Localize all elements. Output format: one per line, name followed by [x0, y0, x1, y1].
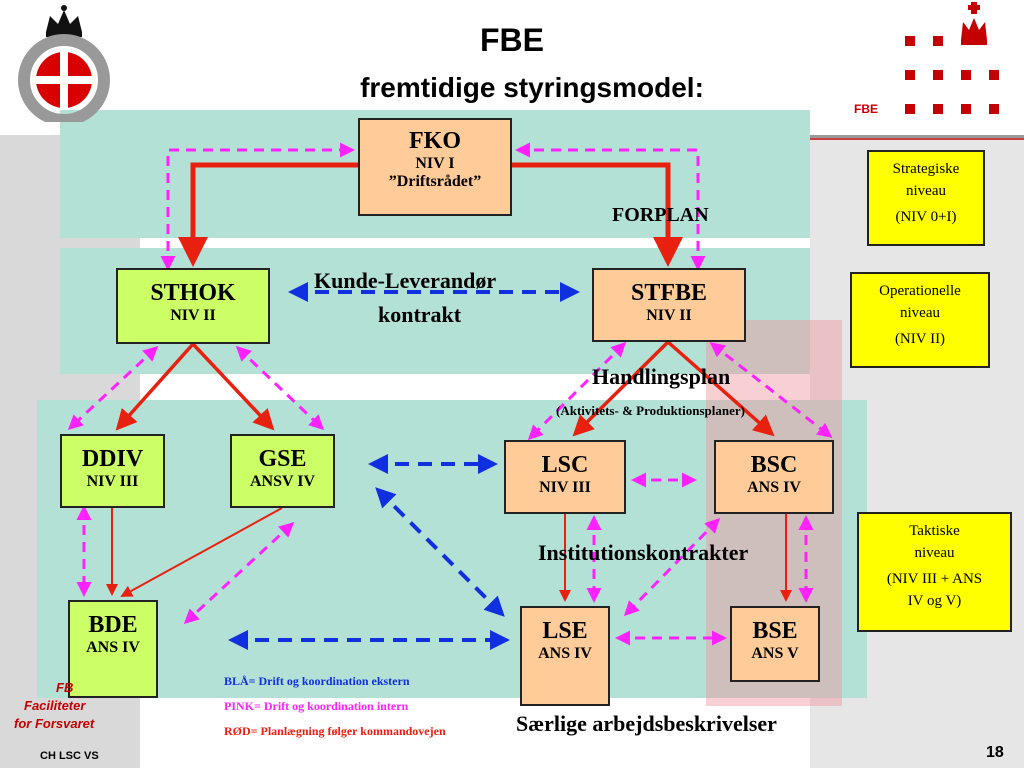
- level-operational: Operationelle niveau (NIV II): [850, 272, 990, 368]
- node-bse: BSE ANS V: [730, 606, 820, 682]
- node-bsc-level: ANS IV: [747, 479, 801, 496]
- level-strategic-name-1: Strategiske: [892, 161, 960, 177]
- label-forplan: FORPLAN: [612, 204, 709, 226]
- level-tactical: Taktiske niveau (NIV III + ANS IV og V): [857, 512, 1012, 632]
- pink-fko-sthok: [160, 142, 355, 271]
- node-ddiv-level: NIV III: [86, 473, 139, 490]
- node-bsc-title: BSC: [750, 452, 798, 478]
- footer-author: CH LSC VS: [40, 750, 99, 762]
- page-number: 18: [986, 744, 1004, 761]
- node-lsc: LSC NIV III: [504, 440, 626, 514]
- node-sthok-title: STHOK: [150, 280, 236, 306]
- level-strategic-name-2: niveau: [906, 183, 946, 199]
- emblem-logo: [14, 2, 114, 126]
- pink-stfbe-bsc: [709, 342, 833, 438]
- level-tactical-range-2: IV og V): [907, 593, 962, 609]
- label-saerlige: Særlige arbejdsbeskrivelser: [516, 711, 777, 736]
- label-kunde-leverandor-1: Kunde-Leverandør: [314, 268, 497, 293]
- red-sthok-ddiv: [115, 342, 195, 431]
- node-sthok-level: NIV II: [170, 307, 216, 324]
- node-bde-title: BDE: [88, 612, 138, 638]
- node-fko-level: NIV I: [415, 155, 455, 172]
- node-gse: GSE ANSV IV: [230, 434, 335, 508]
- pink-bsc-lse: [623, 517, 721, 617]
- node-bse-level: ANS V: [751, 645, 799, 662]
- page-title: FBE: [480, 22, 544, 58]
- label-handlingsplan-sub: (Aktivitets- & Produktionsplaner): [556, 403, 745, 418]
- label-handlingsplan: Handlingsplan: [592, 364, 731, 389]
- level-tactical-range-1: (NIV III + ANS: [886, 571, 983, 587]
- level-strategic-range: (NIV 0+I): [895, 209, 957, 225]
- legend-blue: BLÅ= Drift og koordination ekstern: [224, 674, 410, 688]
- node-lse: LSE ANS IV: [520, 606, 610, 706]
- pink-gse-bde: [183, 521, 295, 625]
- red-fko-sthok: [178, 162, 358, 267]
- footer-org-1: FB: [56, 680, 74, 695]
- legend-pink: PINK= Drift og koordination intern: [224, 699, 409, 713]
- footer-org-3: for Forsvaret: [14, 716, 95, 731]
- node-stfbe-title: STFBE: [630, 280, 708, 306]
- pink-stfbe-lsc: [527, 341, 627, 441]
- level-tactical-name-1: Taktiske: [909, 523, 960, 539]
- node-bsc: BSC ANS IV: [714, 440, 834, 514]
- corner-tag: FBE: [854, 102, 878, 116]
- node-gse-level: ANSV IV: [249, 473, 316, 490]
- node-stfbe-level: NIV II: [646, 307, 692, 324]
- level-operational-range: (NIV II): [894, 331, 946, 347]
- level-operational-name-1: Operationelle: [879, 283, 961, 299]
- legend-red: RØD= Planlægning følger kommandovejen: [224, 724, 446, 738]
- level-tactical-name-2: niveau: [914, 545, 955, 561]
- node-gse-title: GSE: [258, 446, 307, 472]
- node-bse-title: BSE: [752, 618, 798, 644]
- red-sthok-gse: [191, 342, 275, 431]
- red-gse-bde: [120, 507, 283, 597]
- node-lsc-title: LSC: [541, 452, 589, 478]
- level-operational-name-2: niveau: [900, 305, 940, 321]
- level-strategic: Strategiske niveau (NIV 0+I): [867, 150, 985, 246]
- blue-gse-lse: [375, 487, 505, 617]
- pink-sthok-ddiv: [67, 345, 159, 431]
- node-ddiv: DDIV NIV III: [60, 434, 165, 508]
- pink-sthok-gse: [235, 345, 325, 431]
- node-bde: BDE ANS IV: [68, 600, 158, 698]
- page-subtitle: fremtidige styringsmodel:: [360, 72, 704, 103]
- node-ddiv-title: DDIV: [81, 446, 144, 472]
- pink-fko-stfbe: [515, 142, 706, 271]
- footer-org-2: Faciliteter: [24, 698, 86, 713]
- node-fko-title: FKO: [409, 128, 461, 154]
- node-stfbe: STFBE NIV II: [592, 268, 746, 342]
- node-lsc-level: NIV III: [539, 479, 591, 496]
- node-fko-note: ”Driftsrådet”: [388, 173, 482, 190]
- fbe-logo: [895, 0, 1020, 122]
- node-fko: FKO NIV I ”Driftsrådet”: [358, 118, 512, 216]
- node-lse-title: LSE: [542, 618, 588, 644]
- label-institutionskontrakter: Institutionskontrakter: [538, 540, 749, 565]
- node-sthok: STHOK NIV II: [116, 268, 270, 344]
- label-kunde-leverandor-2: kontrakt: [378, 302, 462, 327]
- node-bde-level: ANS IV: [86, 639, 140, 656]
- node-lse-level: ANS IV: [538, 645, 592, 662]
